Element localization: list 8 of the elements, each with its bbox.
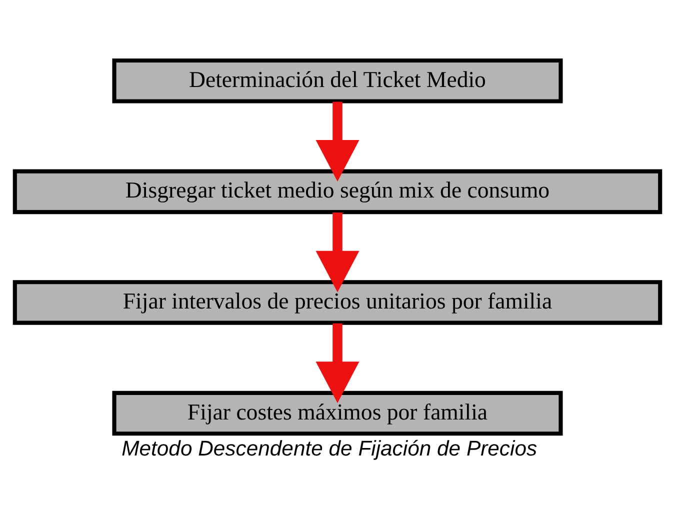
arrow [316,212,360,292]
node-box: Determinación del Ticket Medio [112,58,563,104]
node-box: Disgregar ticket medio según mix de consumo [12,169,662,214]
node-box: Fijar costes máximos por familia [112,390,563,436]
caption: Metodo Descendente de Fijación de Precios [122,437,538,460]
arrow [316,102,360,182]
arrow [316,323,360,404]
node-box: Fijar intervalos de precios unitarios por familia [12,280,662,325]
